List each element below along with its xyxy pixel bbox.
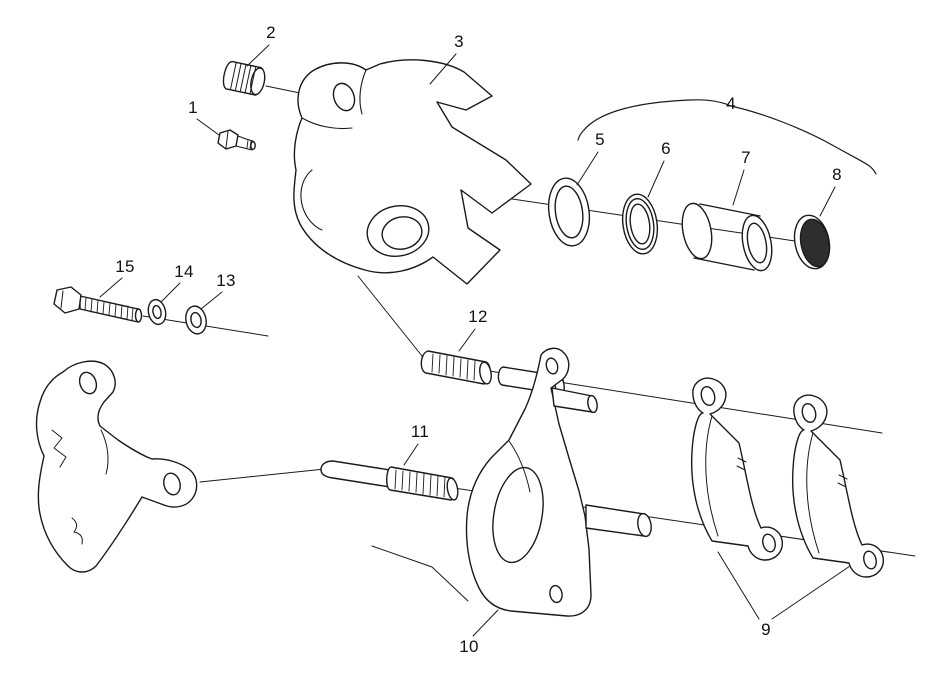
piston-seal-drawing <box>547 177 591 247</box>
pad-pin-bolt-drawing <box>320 460 459 501</box>
threaded-plug-drawing <box>222 60 266 96</box>
plate-tab-hole <box>545 357 559 375</box>
mounting-plate-drawing <box>465 347 652 617</box>
part-label-13: 13 <box>216 271 236 290</box>
mounting-hole <box>163 472 181 496</box>
pad-ear-hole <box>762 533 776 553</box>
part-label-15: 15 <box>115 257 135 276</box>
hex-bolt-drawing <box>53 286 143 323</box>
part-label-5: 5 <box>595 130 605 149</box>
bleeder-fitting-drawing <box>217 129 256 151</box>
part-label-4: 4 <box>726 94 736 113</box>
dust-seal-drawing <box>621 193 659 255</box>
part-label-12: 12 <box>468 307 488 326</box>
mounting-hole <box>78 371 98 395</box>
caliper-body-drawing <box>293 59 532 285</box>
flat-washer-drawing <box>185 305 207 335</box>
pad-ear-hole <box>863 550 877 570</box>
part-label-11: 11 <box>410 422 430 441</box>
part-label-9: 9 <box>761 620 771 639</box>
group-brace <box>577 99 877 175</box>
part-label-3: 3 <box>454 32 464 51</box>
anchor-bracket-drawing <box>35 360 198 573</box>
part-label-10: 10 <box>459 637 479 656</box>
pad-ear-hole <box>801 402 817 424</box>
part-label-6: 6 <box>661 139 671 158</box>
piston-drawing <box>681 202 773 272</box>
lock-washer-drawing <box>147 298 167 326</box>
bleeder-port-hole <box>332 82 356 112</box>
plate-slot <box>492 466 544 564</box>
brake-pad-left-drawing <box>690 377 783 561</box>
leader-lines <box>99 44 851 637</box>
brake-pad-right-drawing <box>791 394 884 578</box>
plate-small-hole <box>549 584 563 604</box>
part-label-7: 7 <box>741 148 751 167</box>
pad-ear-hole <box>700 385 716 407</box>
part-label-1: 1 <box>188 98 198 117</box>
part-label-8: 8 <box>832 165 842 184</box>
dust-cap-drawing <box>793 214 831 270</box>
part-label-14: 14 <box>174 262 194 281</box>
part-label-2: 2 <box>266 23 276 42</box>
